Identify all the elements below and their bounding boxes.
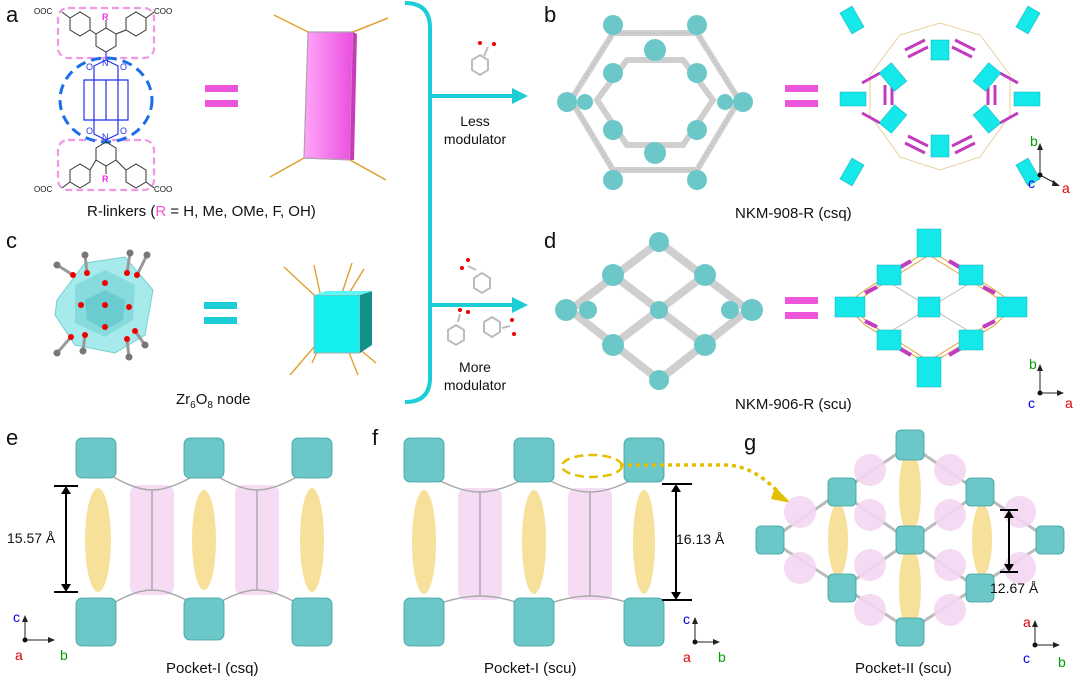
axis-triad-g: a c b xyxy=(1023,614,1066,670)
axis-triad-b: b c a xyxy=(1028,133,1070,196)
csq-topology-net xyxy=(839,5,1041,187)
panel-label-a: a xyxy=(6,2,19,27)
svg-text:b: b xyxy=(718,649,726,665)
svg-text:O: O xyxy=(86,126,93,136)
measure-12-67: 12.67 Å xyxy=(990,580,1039,596)
svg-text:a: a xyxy=(15,647,23,663)
benzoic-acid-icon xyxy=(447,265,511,347)
svg-text:c: c xyxy=(1028,175,1035,191)
panel-label-g: g xyxy=(744,430,757,455)
svg-text:b: b xyxy=(1030,133,1038,149)
pocket-i-csq-caption: Pocket-I (csq) xyxy=(166,660,259,677)
equals-sign-pink xyxy=(785,85,818,108)
svg-text:a: a xyxy=(1065,395,1073,411)
atom-n-bottom: N xyxy=(102,132,109,142)
svg-text:O: O xyxy=(120,126,127,136)
equals-sign-cyan xyxy=(204,302,237,325)
equals-sign-pink xyxy=(785,297,818,320)
measure-16-13: 16.13 Å xyxy=(676,531,725,547)
svg-text:a: a xyxy=(683,649,691,665)
measure-15-57: 15.57 Å xyxy=(7,530,56,546)
panel-label-e: e xyxy=(6,425,19,450)
carboxylate-label: COO xyxy=(154,185,172,194)
pocket-i-csq-structure xyxy=(54,437,333,647)
carboxylate-label: OOC xyxy=(34,7,52,16)
benzoic-acid-icon xyxy=(471,46,489,77)
nkm-906-caption: NKM-906-R (scu) xyxy=(735,396,852,413)
axis-triad-f: c a b xyxy=(683,611,726,665)
panel-label-f: f xyxy=(372,425,379,450)
nkm-908-caption: NKM-908-R (csq) xyxy=(735,205,852,222)
svg-text:O: O xyxy=(86,62,93,72)
zr6o8-cluster-model xyxy=(53,249,154,361)
r-symbol: R xyxy=(155,203,167,220)
dotted-arrow-f-to-g xyxy=(620,463,791,503)
axis-triad-d: b c a xyxy=(1028,356,1073,411)
highlight-dashed-ellipse xyxy=(560,453,624,479)
pocket-i-scu-caption: Pocket-I (scu) xyxy=(484,660,577,677)
svg-text:b: b xyxy=(1029,356,1037,372)
svg-text:c: c xyxy=(1023,650,1030,666)
equals-sign-pink xyxy=(205,85,238,108)
scu-topology-net xyxy=(834,228,1028,388)
zr6o8-caption: Zr6O8 node xyxy=(176,391,251,411)
csq-framework-structure xyxy=(557,15,753,190)
r-linkers-caption: R-linkers (R = H, Me, OMe, F, OH) xyxy=(87,203,316,220)
panel-label-b: b xyxy=(544,2,557,27)
carboxylate-label: COO xyxy=(154,7,172,16)
svg-text:O: O xyxy=(120,62,127,72)
svg-text:b: b xyxy=(60,647,68,663)
r-linker-structure: N N O O O O R R OOC COO OOC COO xyxy=(34,6,172,194)
substituent-r-bottom: R xyxy=(102,174,109,184)
svg-text:c: c xyxy=(683,611,690,627)
synthesis-branch-bracket xyxy=(404,1,528,404)
panel-label-c: c xyxy=(6,228,17,253)
pink-dashed-box-top xyxy=(56,6,156,60)
scu-framework-structure xyxy=(555,232,763,390)
svg-text:b: b xyxy=(1058,654,1066,670)
node-cube-model xyxy=(283,262,377,376)
pocket-ii-scu-caption: Pocket-II (scu) xyxy=(855,660,952,677)
svg-text:c: c xyxy=(1028,395,1035,411)
svg-text:c: c xyxy=(13,609,20,625)
svg-text:a: a xyxy=(1023,614,1031,630)
arrow-less-modulator-icon xyxy=(512,88,528,104)
panel-label-d: d xyxy=(544,228,557,253)
linker-block-model xyxy=(269,14,389,181)
pocket-ii-scu-structure xyxy=(755,429,1065,647)
substituent-r-top: R xyxy=(102,12,109,22)
carboxylate-label: OOC xyxy=(34,185,52,194)
arrow-more-modulator-icon xyxy=(512,297,528,313)
pocket-i-scu-structure xyxy=(403,437,692,647)
svg-text:a: a xyxy=(1062,180,1070,196)
axis-triad-e: c a b xyxy=(13,609,68,663)
atom-n-top: N xyxy=(102,58,109,68)
